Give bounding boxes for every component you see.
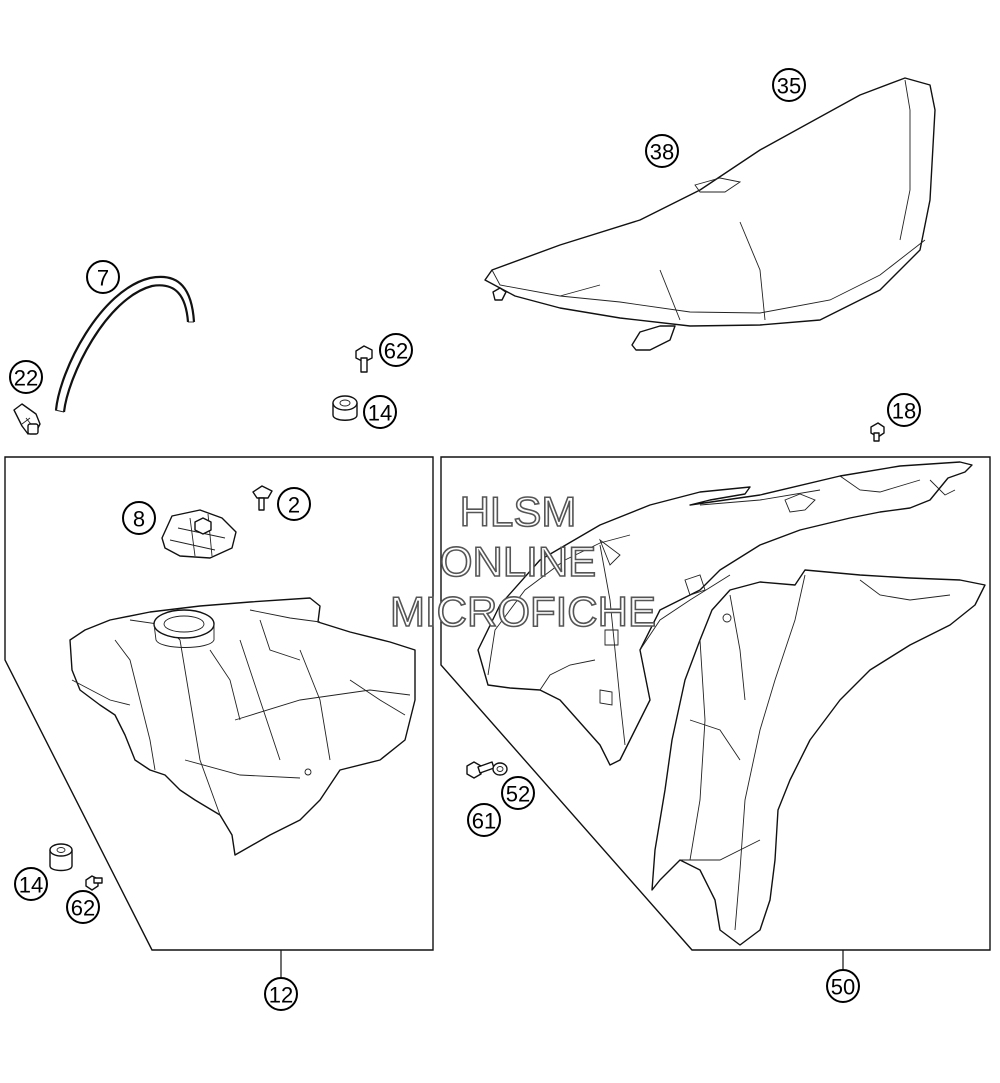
radiator-spoiler-left-part[interactable]	[477, 461, 973, 766]
callout-52[interactable]: 52	[501, 776, 535, 810]
spoiler-washer-part[interactable]	[492, 762, 508, 776]
elbow-fitting-part[interactable]	[13, 403, 41, 435]
hlsm-watermark: HLSM ONLINE MICROFICHE	[389, 487, 657, 636]
bolt-part-upper[interactable]	[355, 345, 373, 373]
callout-12-label: 12	[269, 983, 293, 1008]
radiator-shroud-right-part[interactable]	[651, 569, 986, 946]
callout-14-upper[interactable]: 14	[363, 395, 397, 429]
watermark-line1: HLSM	[460, 488, 577, 535]
callout-22-label: 22	[14, 366, 38, 391]
fuel-cap-part[interactable]	[161, 509, 237, 559]
callout-62-lower[interactable]: 62	[66, 890, 100, 924]
callout-35-label: 35	[777, 74, 801, 99]
callout-35[interactable]: 35	[772, 68, 806, 102]
callout-14-upper-label: 14	[368, 401, 392, 426]
bushing-part-upper[interactable]	[332, 395, 358, 421]
radiator-spoiler-assembly-frame	[440, 456, 991, 951]
callout-62-upper[interactable]: 62	[379, 333, 413, 367]
bolt-part-lower[interactable]	[85, 875, 103, 891]
callout-2[interactable]: 2	[277, 487, 311, 521]
callout-52-label: 52	[506, 782, 530, 807]
callout-38[interactable]: 38	[645, 134, 679, 168]
screw-part[interactable]	[870, 422, 885, 442]
callout-50-label: 50	[831, 975, 855, 1000]
callout-61-label: 61	[472, 809, 496, 834]
callout-2-label: 2	[288, 493, 300, 518]
spoiler-screw-part[interactable]	[466, 761, 495, 779]
callout-12[interactable]: 12	[264, 977, 298, 1011]
callout-8[interactable]: 8	[122, 501, 156, 535]
callout-22[interactable]: 22	[9, 360, 43, 394]
callout-38-label: 38	[650, 140, 674, 165]
callout-8-label: 8	[133, 507, 145, 532]
callout-14-lower[interactable]: 14	[14, 867, 48, 901]
callout-7[interactable]: 7	[86, 260, 120, 294]
watermark-line2: ONLINE	[440, 538, 596, 585]
tank-screw-part[interactable]	[252, 485, 273, 511]
callout-18[interactable]: 18	[887, 393, 921, 427]
fuel-tank-assembly-frame	[4, 456, 434, 951]
hose-part[interactable]	[54, 275, 196, 413]
watermark-line3: MICROFICHE	[390, 588, 656, 635]
callout-61[interactable]: 61	[467, 803, 501, 837]
callout-50[interactable]: 50	[826, 969, 860, 1003]
callout-62-lower-label: 62	[71, 896, 95, 921]
fuel-tank-part[interactable]	[69, 597, 416, 856]
callout-14-lower-label: 14	[19, 873, 43, 898]
callout-18-label: 18	[892, 399, 916, 424]
bushing-part-lower[interactable]	[49, 843, 73, 872]
seat-part[interactable]	[484, 77, 936, 351]
callout-7-label: 7	[97, 266, 109, 291]
callout-62-upper-label: 62	[384, 339, 408, 364]
